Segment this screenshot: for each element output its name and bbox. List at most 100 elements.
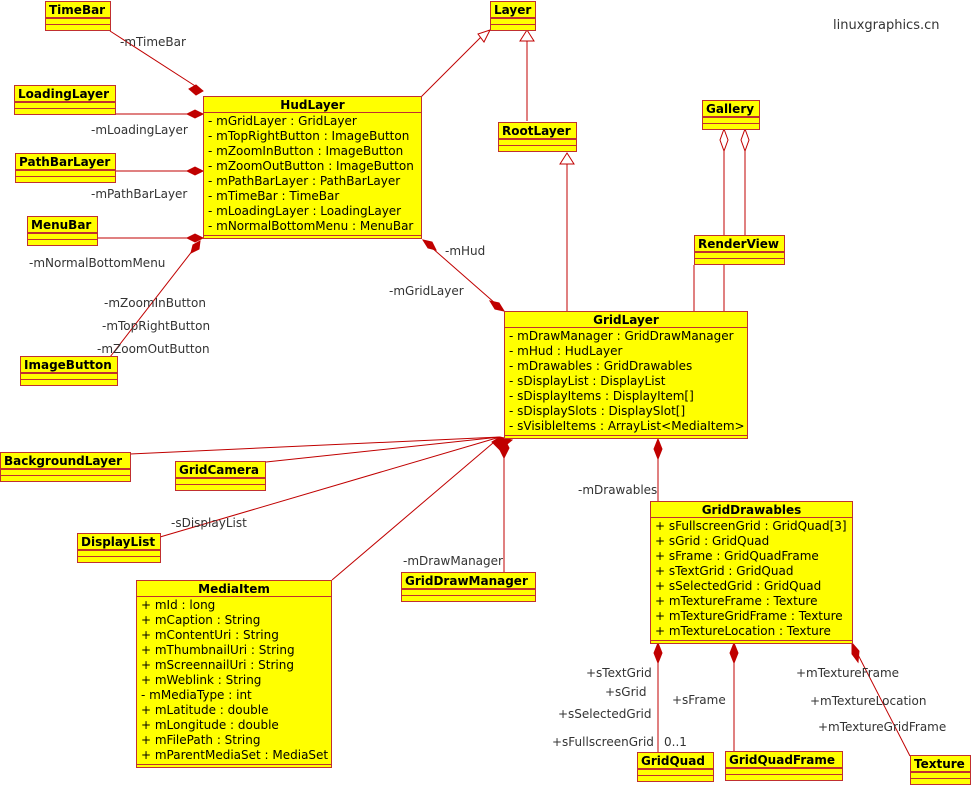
attribute: - mNormalBottomMenu : MenuBar (208, 219, 414, 233)
triangle-root-layer (519, 29, 535, 42)
attribute: - mGridLayer : GridLayer (208, 114, 357, 128)
role-label-sframe: +sFrame (672, 693, 726, 707)
role-label-mtextureframe: +mTextureFrame (796, 666, 900, 680)
line-backgroundlayer (129, 436, 501, 455)
attribute-compartment (491, 18, 535, 24)
attribute-compartment (911, 772, 970, 778)
line-mediaitem (331, 436, 501, 581)
line-texture (851, 642, 911, 757)
class-layer[interactable]: Layer (490, 1, 536, 31)
method-compartment (651, 640, 852, 645)
attribute-list: - mGridLayer : GridLayer - mTopRightButt… (204, 113, 421, 235)
attribute: + mCaption : String (141, 613, 261, 627)
class-rootlayer[interactable]: RootLayer (498, 122, 577, 152)
attribute: - mDrawManager : GridDrawManager (509, 329, 734, 343)
method-compartment (911, 778, 970, 783)
class-gridquad[interactable]: GridQuad (637, 752, 714, 782)
attribute-compartment (46, 18, 110, 24)
class-name: GridDrawManager (402, 573, 535, 589)
multiplicity-label: 0..1 (664, 735, 687, 749)
class-name: BackgroundLayer (1, 453, 130, 469)
attribute-compartment (703, 117, 759, 123)
attribute: - mHud : HudLayer (509, 344, 623, 358)
class-name: RenderView (695, 236, 784, 252)
role-label-mgridlayer: -mGridLayer (389, 284, 464, 298)
role-label-sdisplaylist: -sDisplayList (171, 516, 247, 530)
role-label-mzoomoutbutton: -mZoomOutButton (97, 342, 210, 356)
class-name: DisplayList (78, 534, 160, 550)
class-hudlayer[interactable]: HudLayer - mGridLayer : GridLayer - mTop… (203, 96, 422, 239)
class-backgroundlayer[interactable]: BackgroundLayer (0, 452, 131, 482)
class-imagebutton[interactable]: ImageButton (20, 356, 118, 386)
class-loadinglayer[interactable]: LoadingLayer (14, 85, 116, 115)
attribute-compartment (638, 769, 713, 775)
class-gallery[interactable]: Gallery (702, 100, 760, 130)
attribute: + sSelectedGrid : GridQuad (655, 579, 822, 593)
class-name: MenuBar (28, 217, 97, 233)
class-texture[interactable]: Texture (910, 755, 971, 785)
attribute: - sVisibleItems : ArrayList<MediaItem> (509, 419, 745, 433)
method-compartment (638, 775, 713, 780)
attribute: - sDisplaySlots : DisplaySlot[] (509, 404, 686, 418)
attribute-compartment (176, 478, 265, 484)
class-name: HudLayer (204, 97, 421, 113)
attribute: + mContentUri : String (141, 628, 279, 642)
attribute-compartment (695, 252, 784, 258)
class-renderview[interactable]: RenderView (694, 235, 785, 265)
method-compartment (16, 176, 115, 181)
attribute: + mScreennailUri : String (141, 658, 294, 672)
class-name: GridDrawables (651, 502, 852, 518)
class-name: Texture (911, 756, 970, 772)
diamond-gridquadframe (729, 641, 739, 665)
role-label-sselectedgrid: +sSelectedGrid (558, 707, 652, 721)
class-griddrawables[interactable]: GridDrawables + sFullscreenGrid : GridQu… (650, 501, 853, 644)
class-name: GridCamera (176, 462, 265, 478)
class-displaylist[interactable]: DisplayList (77, 533, 161, 563)
attribute-compartment (21, 373, 117, 379)
attribute: + mWeblink : String (141, 673, 262, 687)
role-label-sfullscreengrid: +sFullscreenGrid (552, 735, 654, 749)
class-name: GridLayer (505, 312, 747, 328)
diamond-grid-end (488, 300, 506, 312)
attribute: - mZoomInButton : ImageButton (208, 144, 404, 158)
diamond-imagebutton (190, 240, 201, 254)
method-compartment (1, 475, 130, 480)
attribute-compartment (402, 589, 535, 595)
diamond-griddrawmanager (498, 436, 510, 460)
class-timebar[interactable]: TimeBar (45, 1, 111, 31)
diamond-texture (851, 641, 860, 664)
attribute: - mLoadingLayer : LoadingLayer (208, 204, 402, 218)
class-menubar[interactable]: MenuBar (27, 216, 98, 246)
class-pathbarlayer[interactable]: PathBarLayer (15, 153, 116, 183)
attribute-compartment (726, 768, 842, 774)
class-mediaitem[interactable]: MediaItem + mId : long + mCaption : Stri… (136, 580, 332, 768)
role-label-mtexturelocation: +mTextureLocation (810, 694, 927, 708)
attribute-compartment (28, 233, 97, 239)
attribute: + sTextGrid : GridQuad (655, 564, 794, 578)
diamond-timebar (188, 84, 204, 96)
diamond-hud-end (421, 239, 437, 251)
attribute: + mLatitude : double (141, 703, 269, 717)
watermark: linuxgraphics.cn (833, 18, 940, 33)
role-label-mhud: -mHud (445, 244, 486, 258)
class-griddrawmanager[interactable]: GridDrawManager (401, 572, 536, 602)
method-compartment (402, 595, 535, 600)
attribute: + mParentMediaSet : MediaSet (141, 748, 329, 762)
line-gridcamera (265, 436, 501, 463)
class-gridcamera[interactable]: GridCamera (175, 461, 266, 491)
class-name: LoadingLayer (15, 86, 115, 102)
line-imagebutton (109, 240, 201, 358)
attribute: - mZoomOutButton : ImageButton (208, 159, 414, 173)
method-compartment (21, 379, 117, 384)
class-gridquadframe[interactable]: GridQuadFrame (725, 751, 843, 781)
attribute: + mThumbnailUri : String (141, 643, 295, 657)
attribute-list: + mId : long + mCaption : String + mCont… (137, 597, 331, 764)
method-compartment (204, 235, 421, 240)
class-name: GridQuadFrame (726, 752, 842, 768)
attribute-list: - mDrawManager : GridDrawManager - mHud … (505, 328, 747, 435)
class-gridlayer[interactable]: GridLayer - mDrawManager : GridDrawManag… (504, 311, 748, 439)
method-compartment (137, 764, 331, 769)
attribute: - mPathBarLayer : PathBarLayer (208, 174, 401, 188)
